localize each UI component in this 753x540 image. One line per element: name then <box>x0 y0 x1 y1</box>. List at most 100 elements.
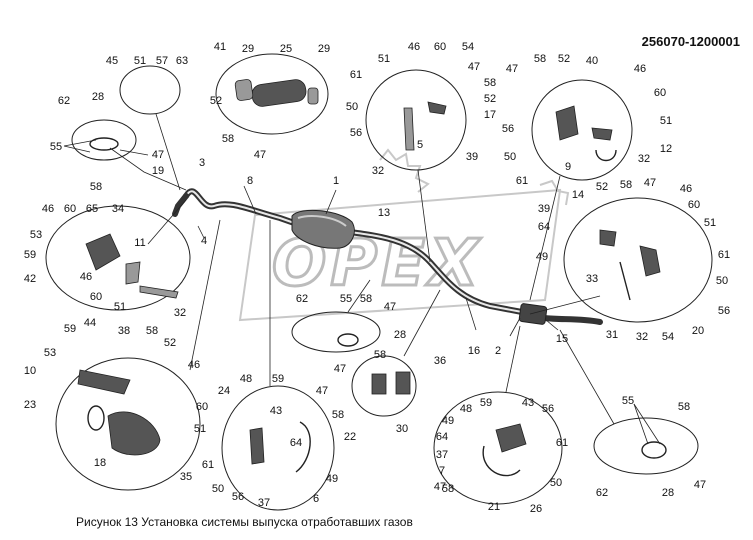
detail-circle <box>291 311 381 353</box>
callout-number: 32 <box>636 331 648 343</box>
callout-number: 61 <box>556 437 568 449</box>
callout-number: 58 <box>360 293 372 305</box>
callout-number: 47 <box>644 177 656 189</box>
callout-number: 24 <box>218 385 230 397</box>
callout-number: 12 <box>660 143 672 155</box>
callout-number: 48 <box>460 403 472 415</box>
callout-number: 15 <box>556 333 568 345</box>
callout-number: 31 <box>606 329 618 341</box>
callout-number: 32 <box>372 165 384 177</box>
callout-number: 50 <box>346 101 358 113</box>
callout-number: 58 <box>374 349 386 361</box>
detail-circle <box>593 417 699 475</box>
callout-number: 54 <box>662 331 674 343</box>
callout-number: 62 <box>296 293 308 305</box>
callout-number: 3 <box>199 157 205 169</box>
callout-number: 4 <box>201 235 207 247</box>
callout-number: 18 <box>94 457 106 469</box>
callout-number: 22 <box>344 431 356 443</box>
callout-number: 52 <box>484 93 496 105</box>
callout-number: 58 <box>678 401 690 413</box>
callout-number: 10 <box>24 365 36 377</box>
callout-number: 46 <box>42 203 54 215</box>
callout-number: 5 <box>417 139 423 151</box>
callout-number: 19 <box>152 165 164 177</box>
callout-number: 58 <box>442 483 454 495</box>
callout-number: 56 <box>542 403 554 415</box>
callout-number: 29 <box>318 43 330 55</box>
callout-number: 43 <box>522 397 534 409</box>
flex-joint <box>518 303 548 325</box>
callout-number: 65 <box>86 203 98 215</box>
callout-number: 9 <box>565 161 571 173</box>
callout-number: 46 <box>188 359 200 371</box>
callout-number: 49 <box>442 415 454 427</box>
callout-number: 43 <box>270 405 282 417</box>
detail-circle <box>45 205 191 311</box>
callout-number: 51 <box>660 115 672 127</box>
muffler <box>291 209 355 249</box>
callout-number: 29 <box>242 43 254 55</box>
callout-number: 51 <box>378 53 390 65</box>
leader-lines <box>63 113 661 445</box>
detail-circle <box>563 197 713 323</box>
detail-circle <box>365 69 467 171</box>
callout-number: 56 <box>718 305 730 317</box>
callout-number: 48 <box>240 373 252 385</box>
callout-number: 13 <box>378 207 390 219</box>
document-code: 256070-1200001 <box>642 34 740 49</box>
callout-number: 58 <box>620 179 632 191</box>
callout-number: 61 <box>350 69 362 81</box>
callout-number: 28 <box>394 329 406 341</box>
callout-number: 51 <box>114 301 126 313</box>
callout-number: 60 <box>64 203 76 215</box>
callout-number: 1 <box>333 175 339 187</box>
callout-number: 59 <box>64 323 76 335</box>
callout-number: 25 <box>280 43 292 55</box>
detail-circle <box>351 355 417 417</box>
callout-number: 26 <box>530 503 542 515</box>
callout-number: 58 <box>222 133 234 145</box>
callout-number: 59 <box>272 373 284 385</box>
part-shapes <box>77 79 667 477</box>
callout-number: 46 <box>634 63 646 75</box>
callout-number: 39 <box>538 203 550 215</box>
callout-number: 58 <box>146 325 158 337</box>
callout-number: 49 <box>326 473 338 485</box>
callout-number: 62 <box>58 95 70 107</box>
callout-number: 60 <box>654 87 666 99</box>
callout-number: 55 <box>622 395 634 407</box>
callout-number: 46 <box>680 183 692 195</box>
callout-number: 59 <box>480 397 492 409</box>
detail-circle <box>221 385 335 511</box>
callout-number: 2 <box>495 345 501 357</box>
callout-number: 64 <box>290 437 302 449</box>
callout-number: 16 <box>468 345 480 357</box>
callout-number: 64 <box>436 431 448 443</box>
callout-number: 40 <box>586 55 598 67</box>
callout-number: 50 <box>550 477 562 489</box>
callout-number: 36 <box>434 355 446 367</box>
callout-number: 52 <box>596 181 608 193</box>
callout-number: 60 <box>196 401 208 413</box>
callout-number: 52 <box>558 53 570 65</box>
callout-number: 57 <box>156 55 168 67</box>
callout-number: 59 <box>24 249 36 261</box>
callout-number: 39 <box>466 151 478 163</box>
callout-number: 58 <box>534 53 546 65</box>
callout-number: 28 <box>662 487 674 499</box>
detail-circle <box>433 391 563 505</box>
callout-number: 51 <box>194 423 206 435</box>
callout-number: 58 <box>90 181 102 193</box>
detail-circle <box>71 119 137 161</box>
callout-number: 45 <box>106 55 118 67</box>
callout-number: 17 <box>484 109 496 121</box>
callout-number: 47 <box>694 479 706 491</box>
callout-number: 53 <box>44 347 56 359</box>
callout-number: 53 <box>30 229 42 241</box>
callout-number: 34 <box>112 203 124 215</box>
callout-number: 47 <box>384 301 396 313</box>
callout-number: 47 <box>506 63 518 75</box>
callout-number: 14 <box>572 189 584 201</box>
